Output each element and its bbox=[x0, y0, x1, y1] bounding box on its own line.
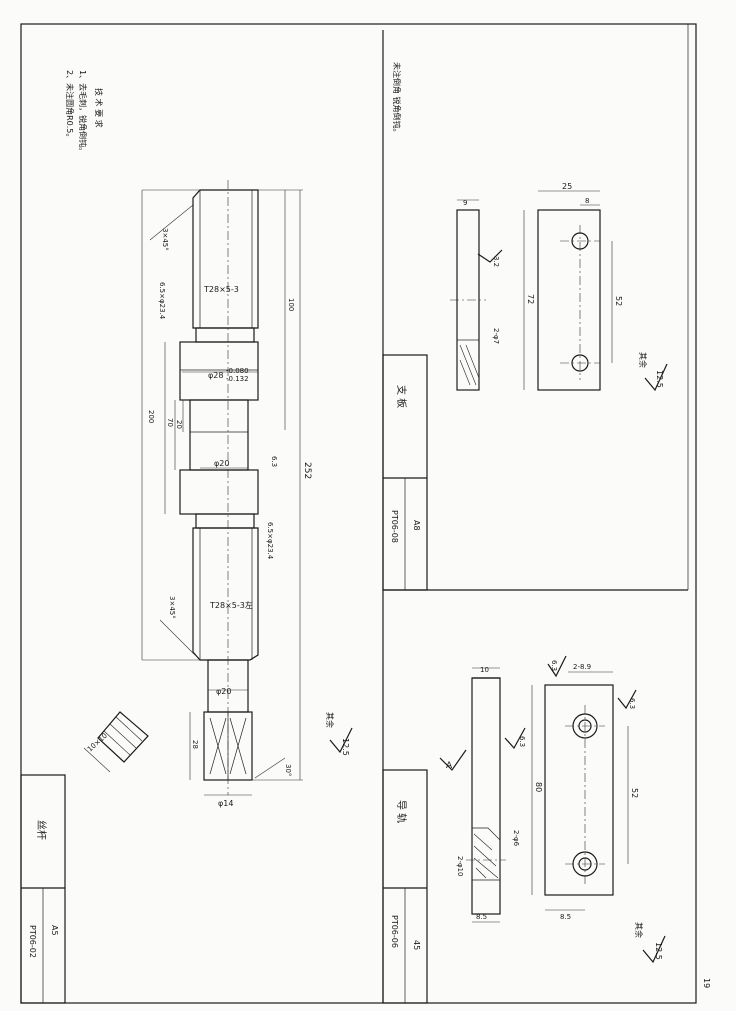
dim-28: 28 bbox=[191, 740, 199, 749]
dim-section: 10×10 bbox=[86, 732, 109, 754]
notes-line-1: 1、去毛刺，锐角倒钝。 bbox=[78, 70, 88, 155]
lead-screw-drawing: 3×45° T28×5-3 6.5×φ23.4 100 φ28 -0.080 -… bbox=[83, 180, 353, 808]
dim-chamfer-bot: 3×45° bbox=[168, 596, 176, 619]
part2-rest-label: 其余 bbox=[638, 352, 648, 368]
part3-material: 45 bbox=[412, 940, 421, 950]
rail-cbore: 2-φ10 bbox=[456, 856, 464, 877]
rail-rough-63-top: 6.3 bbox=[550, 660, 558, 671]
square-section: 10×10 bbox=[83, 711, 149, 773]
rail-holes-side: 2-φ6 bbox=[512, 830, 520, 847]
part3-drawing-no: PT06-06 bbox=[390, 915, 399, 948]
dim-dia-28: φ28 bbox=[208, 371, 223, 380]
part3-rough-125: 12.5 bbox=[654, 942, 663, 960]
part1-rest-label: 其余 bbox=[325, 712, 335, 728]
rail-holes-top: 2-8.9 bbox=[573, 663, 591, 671]
part2-material: A8 bbox=[412, 520, 421, 531]
part2-name: 支 板 bbox=[395, 385, 408, 408]
guide-rail-drawing: 10 6.3 A 2-φ6 2-φ10 8.5 6.3 2-8.9 6.3 80… bbox=[439, 655, 666, 964]
part2-title-block: 支 板 A8 PT06-08 bbox=[382, 354, 428, 591]
dim-undercut-top: 6.5×φ23.4 bbox=[158, 282, 166, 320]
dim-angle-30: 30° bbox=[284, 764, 292, 776]
rail-pitch-52: 52 bbox=[630, 788, 639, 798]
dim-dia-14: φ14 bbox=[218, 799, 233, 808]
part3-title-block: 导 轨 45 PT06-06 bbox=[382, 769, 428, 1004]
part2-note: 未注倒角 锐角倒钝。 bbox=[392, 62, 402, 137]
plate-thick-9: 9 bbox=[463, 199, 467, 207]
roughness-symbol-part2 bbox=[644, 363, 668, 392]
part1-material: A5 bbox=[50, 925, 59, 936]
dim-70: 70 bbox=[166, 418, 174, 427]
dim-tol-upper: -0.080 bbox=[226, 367, 249, 375]
plate-offset-8: 8 bbox=[585, 197, 589, 205]
part1-title-block: 丝杆 A5 PT06-02 bbox=[20, 774, 66, 1004]
notes-heading: 技 术 要 求 bbox=[94, 88, 104, 128]
dim-200: 200 bbox=[147, 410, 155, 423]
plate-pitch-52: 52 bbox=[614, 296, 623, 306]
plate-holes: 2-φ7 bbox=[492, 328, 500, 344]
dim-undercut-bot: 6.5×φ23.4 bbox=[266, 522, 274, 560]
dim-100: 100 bbox=[287, 298, 295, 311]
part1-name: 丝杆 bbox=[35, 820, 47, 840]
rail-rough-63-side: 6.3 bbox=[518, 736, 526, 747]
dim-thread-bot: T28×5-3左 bbox=[209, 600, 253, 610]
rough-63-shaft: 6.3 bbox=[270, 456, 278, 467]
rail-datum-a: A bbox=[446, 761, 453, 771]
rail-height-80: 80 bbox=[534, 782, 543, 792]
roughness-symbol-part3 bbox=[642, 935, 666, 964]
rail-thick-10: 10 bbox=[480, 666, 489, 674]
roughness-symbol-part1 bbox=[329, 727, 353, 754]
part3-name: 导 轨 bbox=[395, 800, 408, 823]
dim-252: 252 bbox=[302, 462, 312, 479]
dim-tol-lower: -0.132 bbox=[226, 375, 249, 383]
part2-rough-125: 12.5 bbox=[655, 370, 664, 388]
dim-dia-20a: φ20 bbox=[214, 459, 229, 468]
rail-edge-85b: 8.5 bbox=[560, 913, 571, 921]
part2-drawing-no: PT06-08 bbox=[390, 510, 399, 543]
rail-edge-85a: 8.5 bbox=[476, 913, 487, 921]
dim-20: 20 bbox=[175, 420, 183, 429]
notes-line-2: 2、未注圆角R0.5。 bbox=[65, 70, 75, 141]
support-plate-drawing: 未注倒角 锐角倒钝。 9 3.2 2-φ7 25 8 72 52 其余 12.5 bbox=[392, 62, 668, 392]
plate-rough-32: 3.2 bbox=[492, 256, 500, 267]
dim-thread-top: T28×5-3 bbox=[203, 285, 239, 294]
part1-rough-125: 12.5 bbox=[341, 738, 350, 756]
dim-dia-20b: φ20 bbox=[216, 687, 231, 696]
rail-rough-63-right: 6.3 bbox=[628, 698, 636, 709]
dim-chamfer-top: 3×45° bbox=[161, 228, 169, 251]
plate-width-25: 25 bbox=[562, 182, 572, 191]
plate-height-72: 72 bbox=[526, 294, 535, 304]
part1-notes: 技 术 要 求 1、去毛刺，锐角倒钝。 2、未注圆角R0.5。 bbox=[65, 70, 104, 155]
page-number: 19 bbox=[702, 978, 711, 988]
part1-drawing-no: PT06-02 bbox=[28, 925, 37, 958]
part3-rest-label: 其余 bbox=[634, 922, 644, 938]
